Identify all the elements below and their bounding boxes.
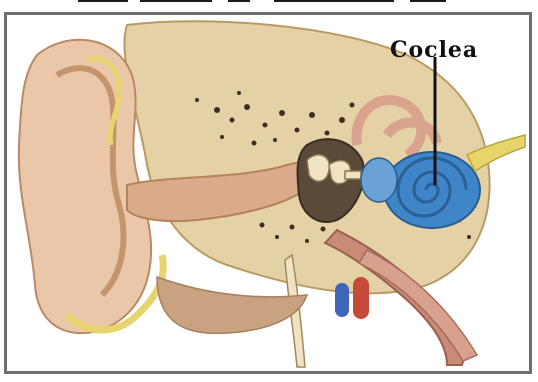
- cropped-title-glyph: [140, 0, 212, 2]
- cropped-title-strip: [60, 0, 490, 8]
- vein-blue: [335, 283, 349, 317]
- cropped-title-glyph: [274, 0, 394, 2]
- cropped-title-glyph: [78, 0, 128, 2]
- cochlea-label: Coclea: [390, 37, 478, 63]
- cropped-title-glyph: [228, 0, 250, 2]
- artery-red: [353, 277, 369, 319]
- ear-anatomy-figure: Coclea: [4, 12, 532, 374]
- cropped-title-glyph: [410, 0, 446, 2]
- ear-illustration: [7, 15, 529, 371]
